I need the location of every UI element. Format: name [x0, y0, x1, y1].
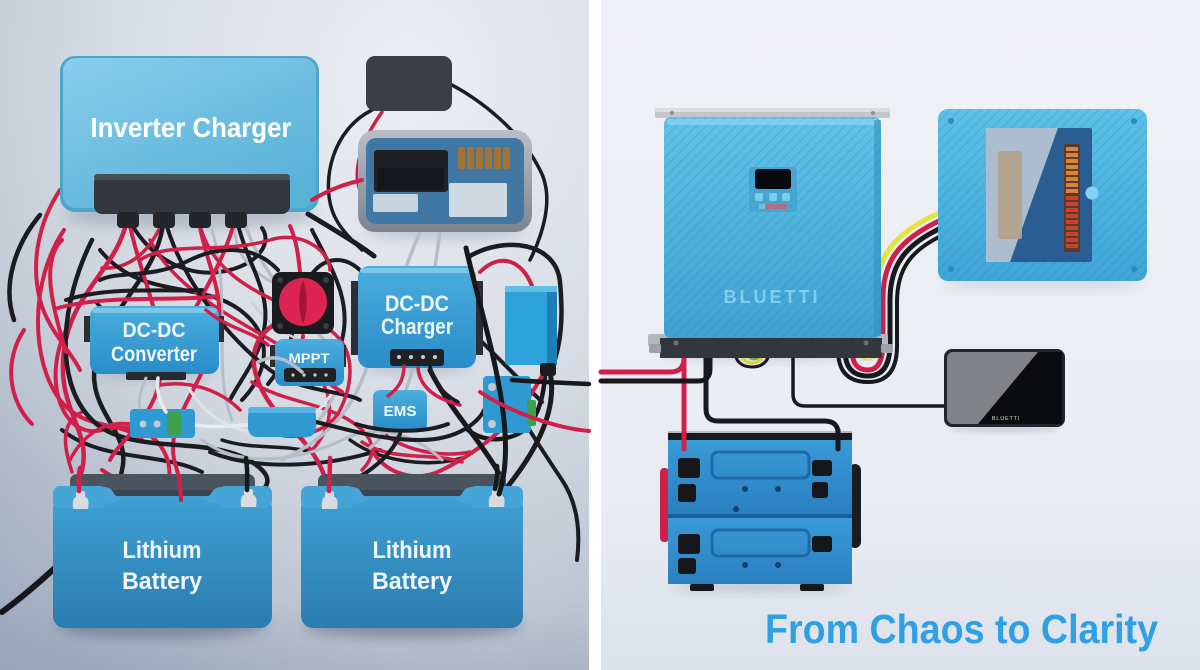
svg-text:DC-DC: DC-DC — [123, 319, 186, 342]
svg-text:DC-DC: DC-DC — [385, 291, 449, 316]
svg-text:Converter: Converter — [111, 343, 197, 366]
svg-text:BLUETTI: BLUETTI — [724, 287, 821, 307]
svg-text:Charger: Charger — [381, 314, 453, 339]
svg-text:MPPT: MPPT — [289, 350, 330, 366]
svg-text:Inverter Charger: Inverter Charger — [91, 112, 292, 143]
svg-text:From Chaos to Clarity: From Chaos to Clarity — [765, 606, 1158, 652]
svg-text:Battery: Battery — [372, 568, 453, 595]
svg-text:Lithium: Lithium — [373, 537, 452, 564]
svg-text:Lithium: Lithium — [123, 537, 202, 564]
svg-text:BLUETTI: BLUETTI — [992, 416, 1020, 422]
svg-text:EMS: EMS — [384, 403, 417, 420]
svg-text:Battery: Battery — [122, 568, 203, 595]
